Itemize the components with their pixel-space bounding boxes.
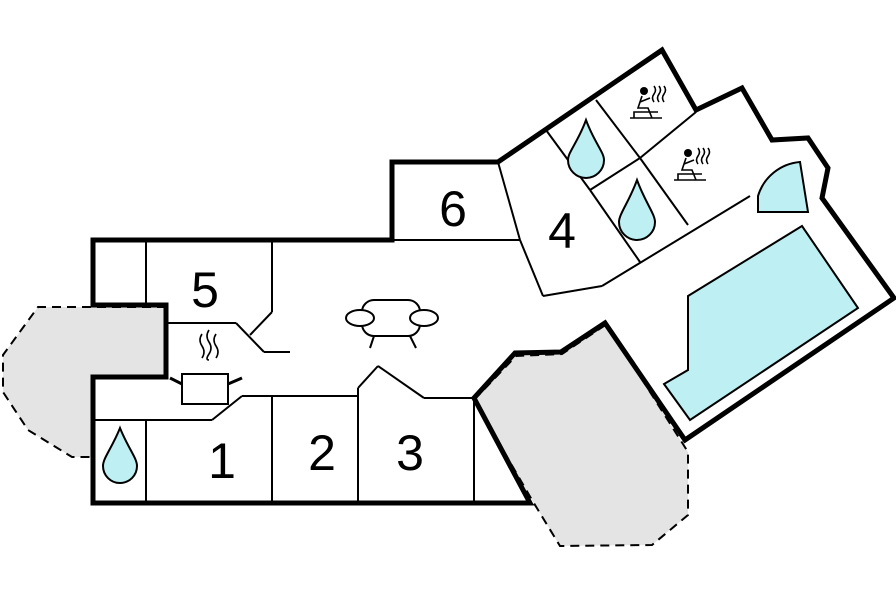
room-number-2: 2 xyxy=(308,425,336,481)
sofa-icon xyxy=(345,299,439,349)
cooking-pot-icon xyxy=(169,329,243,405)
terrace-right xyxy=(472,322,689,548)
water-drop-icon xyxy=(566,117,606,179)
room-number-6: 6 xyxy=(439,181,467,237)
water-drop-icon xyxy=(617,177,657,241)
sauna-icon xyxy=(630,85,667,119)
sauna-icon xyxy=(674,147,711,181)
water-drop-icon xyxy=(101,425,139,484)
terrace-left xyxy=(1,306,167,458)
room-number-5: 5 xyxy=(191,262,219,318)
hot-tub-icon xyxy=(757,160,810,213)
room-number-4: 4 xyxy=(548,203,576,259)
pool-icon xyxy=(662,224,860,422)
exterior-wall xyxy=(90,46,896,506)
room-number-1: 1 xyxy=(208,433,236,489)
room-number-3: 3 xyxy=(396,425,424,481)
